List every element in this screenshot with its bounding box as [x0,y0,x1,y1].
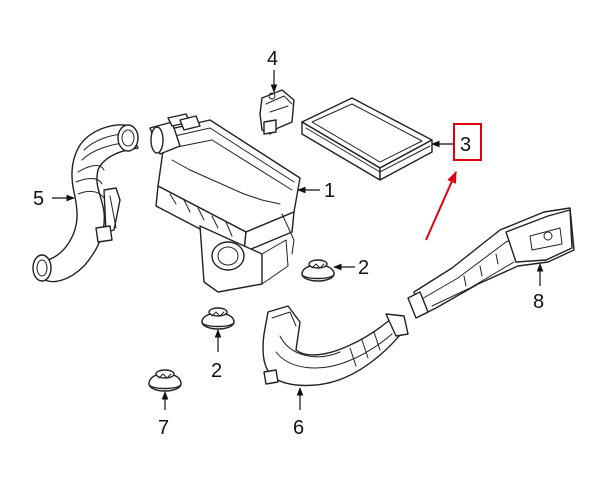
callout-2-lower: 2 [211,360,222,382]
air-intake-snorkel[interactable] [407,207,575,319]
sensor-bracket[interactable] [259,89,295,135]
callout-8: 8 [533,291,544,313]
grommet-upper[interactable] [301,259,335,282]
inlet-resonator-duct[interactable] [262,305,409,387]
callout-4: 4 [267,48,278,70]
callout-7: 7 [158,417,169,439]
mount-grommet[interactable] [148,369,182,392]
callout-1: 1 [324,180,335,202]
grommet-lower[interactable] [201,307,235,330]
intake-duct-hose[interactable] [32,124,139,283]
air-filter-element[interactable] [301,97,433,181]
callout-5: 5 [33,188,44,210]
callout-3: 3 [460,134,471,156]
highlight-arrow [425,170,457,241]
callout-6: 6 [293,417,304,439]
air-cleaner-assembly[interactable] [149,113,301,293]
highlight-box [453,123,482,161]
callout-2-upper: 2 [358,257,369,279]
